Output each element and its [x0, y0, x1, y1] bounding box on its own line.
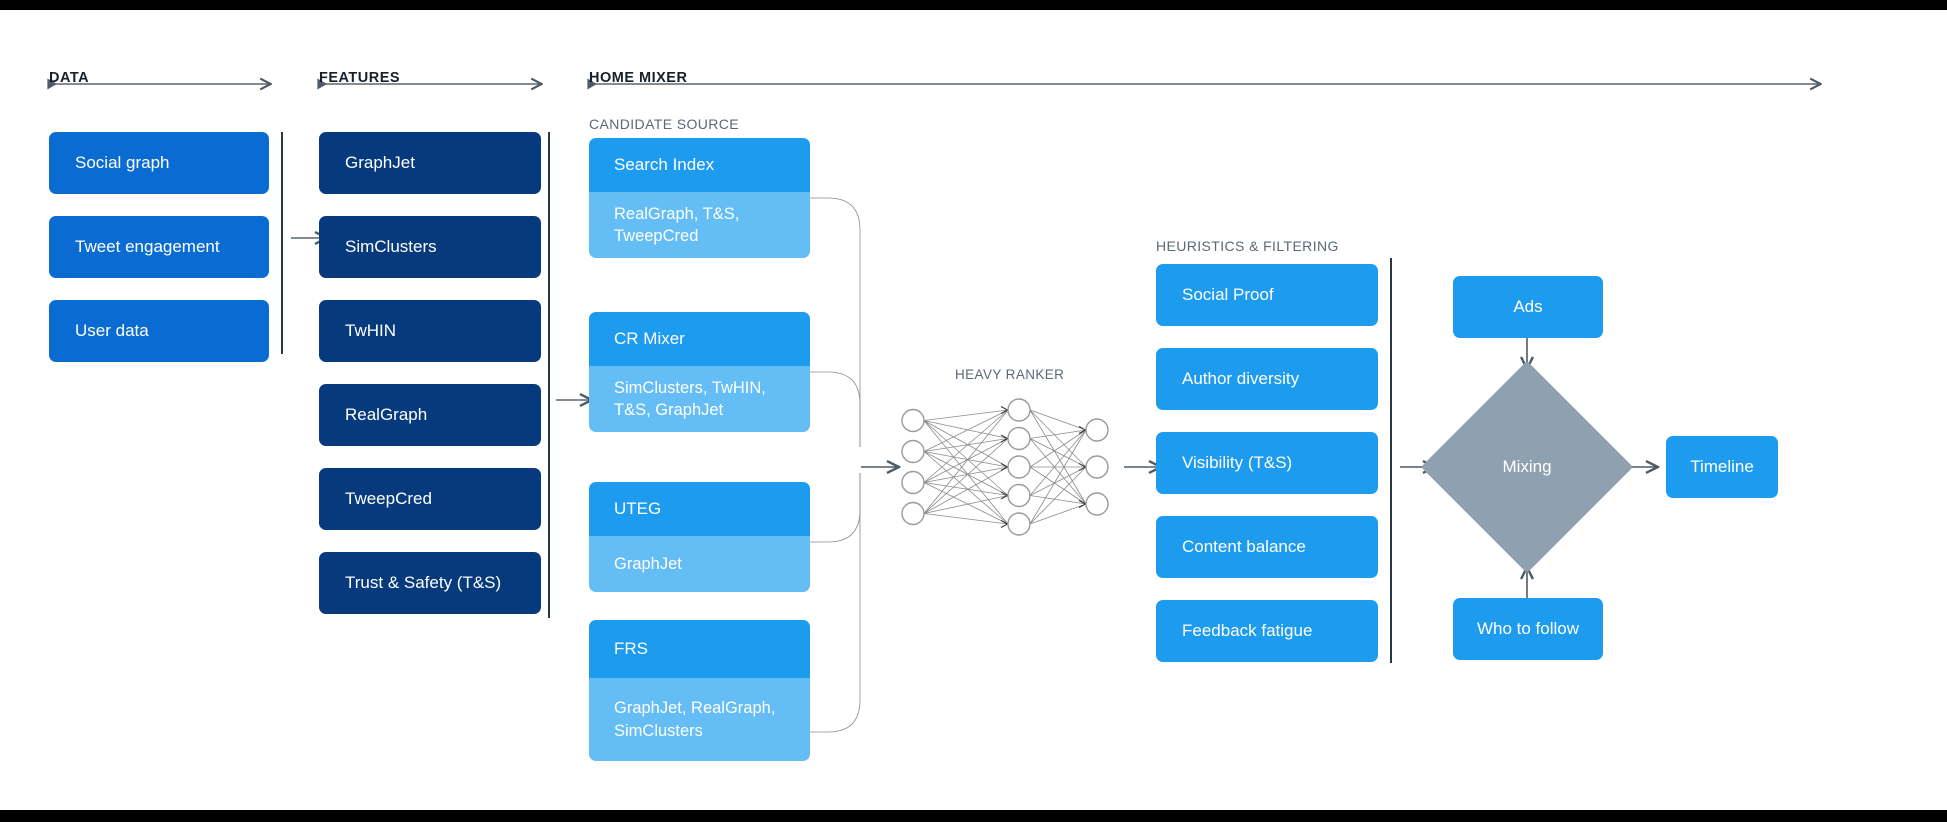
data-box-tweet-engagement[interactable]: Tweet engagement — [49, 216, 269, 278]
heuristic-box-social-proof[interactable]: Social Proof — [1156, 264, 1378, 326]
candidate-source-features-label: SimClusters, TwHIN, T&S, GraphJet — [614, 378, 766, 419]
feature-box-graphjet[interactable]: GraphJet — [319, 132, 541, 194]
candidate-source-name: CR Mixer — [589, 312, 810, 366]
feature-box-tweepcred[interactable]: TweepCred — [319, 468, 541, 530]
feature-box-label: Trust & Safety (T&S) — [345, 573, 502, 592]
candidate-source-features-label: GraphJet, RealGraph, SimClusters — [614, 699, 776, 740]
mixing-node-text: Mixing — [1502, 457, 1552, 476]
heuristic-box-label: Author diversity — [1182, 369, 1300, 388]
mixing-input-who-to-follow[interactable]: Who to follow — [1453, 598, 1603, 660]
candidate-source-name: UTEG — [589, 482, 810, 536]
feature-box-twhin[interactable]: TwHIN — [319, 300, 541, 362]
section-title-heuristics: HEURISTICS & FILTERING — [1156, 238, 1339, 254]
data-box-user-data[interactable]: User data — [49, 300, 269, 362]
output-timeline-label: Timeline — [1690, 457, 1754, 476]
candidate-source-search-index[interactable]: Search Index RealGraph, T&S, TweepCred — [589, 138, 810, 258]
neural-node-l1-0 — [1007, 398, 1031, 422]
section-title-features: FEATURES — [319, 70, 401, 86]
diagram-stage: DATA FEATURES HOME MIXER CANDIDATE SOURC… — [0, 10, 1947, 810]
heuristic-box-author-diversity[interactable]: Author diversity — [1156, 348, 1378, 410]
candidate-source-features: GraphJet — [589, 536, 810, 592]
mixing-input-ads-label: Ads — [1513, 297, 1543, 316]
data-box-label: Social graph — [75, 153, 170, 172]
data-box-label: Tweet engagement — [75, 237, 220, 256]
neural-node-l2-0 — [1085, 418, 1109, 442]
heuristic-box-visibility[interactable]: Visibility (T&S) — [1156, 432, 1378, 494]
candidate-source-features: RealGraph, T&S, TweepCred — [589, 192, 810, 258]
candidate-source-uteg[interactable]: UTEG GraphJet — [589, 482, 810, 592]
rule-heuristics-mixing — [1390, 258, 1392, 663]
candidate-source-features: GraphJet, RealGraph, SimClusters — [589, 678, 810, 761]
neural-node-l1-3 — [1007, 483, 1031, 508]
section-title-candidate-source: CANDIDATE SOURCE — [589, 116, 740, 132]
candidate-source-features-label: RealGraph, T&S, TweepCred — [614, 204, 740, 245]
neural-node-l0-1 — [901, 439, 925, 464]
feature-box-realgraph[interactable]: RealGraph — [319, 384, 541, 446]
mixing-input-ads[interactable]: Ads — [1453, 276, 1603, 338]
heuristic-box-label: Visibility (T&S) — [1182, 453, 1293, 472]
heuristic-box-label: Content balance — [1182, 537, 1306, 556]
mixing-node-label: Mixing — [1452, 392, 1602, 542]
section-title-heavy-ranker: HEAVY RANKER — [955, 367, 1065, 382]
feature-box-label: RealGraph — [345, 405, 428, 424]
neural-node-l0-2 — [901, 470, 925, 495]
section-title-data: DATA — [49, 70, 90, 86]
feature-box-label: SimClusters — [345, 237, 437, 256]
candidate-source-name: FRS — [589, 620, 810, 678]
mixing-input-who-to-follow-label: Who to follow — [1476, 619, 1580, 638]
neural-node-l0-3 — [901, 501, 925, 526]
letterbox-bottom — [0, 810, 1947, 822]
neural-node-l2-1 — [1085, 455, 1109, 479]
feature-box-label: TwHIN — [345, 321, 396, 340]
feature-box-trust-safety[interactable]: Trust & Safety (T&S) — [319, 552, 541, 614]
neural-node-l2-2 — [1085, 492, 1109, 516]
candidate-source-cr-mixer[interactable]: CR Mixer SimClusters, TwHIN, T&S, GraphJ… — [589, 312, 810, 432]
letterbox-top — [0, 0, 1947, 10]
feature-box-label: TweepCred — [345, 489, 432, 508]
candidate-source-frs[interactable]: FRS GraphJet, RealGraph, SimClusters — [589, 620, 810, 761]
heuristic-box-feedback-fatigue[interactable]: Feedback fatigue — [1156, 600, 1378, 662]
candidate-source-name-label: Search Index — [614, 155, 715, 174]
heuristic-box-label: Feedback fatigue — [1182, 621, 1313, 640]
heuristic-box-label: Social Proof — [1182, 285, 1274, 304]
neural-node-l1-2 — [1007, 455, 1031, 479]
candidate-source-features-label: GraphJet — [614, 554, 682, 573]
candidate-source-name-label: FRS — [614, 639, 648, 658]
heuristic-box-content-balance[interactable]: Content balance — [1156, 516, 1378, 578]
candidate-source-features: SimClusters, TwHIN, T&S, GraphJet — [589, 366, 810, 432]
connector-overlay — [0, 10, 1947, 733]
feature-box-simclusters[interactable]: SimClusters — [319, 216, 541, 278]
output-timeline[interactable]: Timeline — [1666, 436, 1778, 498]
candidate-source-name-label: CR Mixer — [614, 329, 685, 348]
rule-features-mixer — [548, 132, 550, 618]
data-box-social-graph[interactable]: Social graph — [49, 132, 269, 194]
candidate-source-name: Search Index — [589, 138, 810, 192]
feature-box-label: GraphJet — [345, 153, 415, 172]
neural-node-l1-1 — [1007, 426, 1031, 451]
candidate-source-name-label: UTEG — [614, 499, 662, 518]
section-title-home-mixer: HOME MIXER — [589, 70, 688, 86]
data-box-label: User data — [75, 321, 149, 340]
rule-data-features — [281, 132, 283, 354]
neural-node-l0-0 — [901, 408, 925, 433]
neural-node-l1-4 — [1007, 512, 1031, 536]
